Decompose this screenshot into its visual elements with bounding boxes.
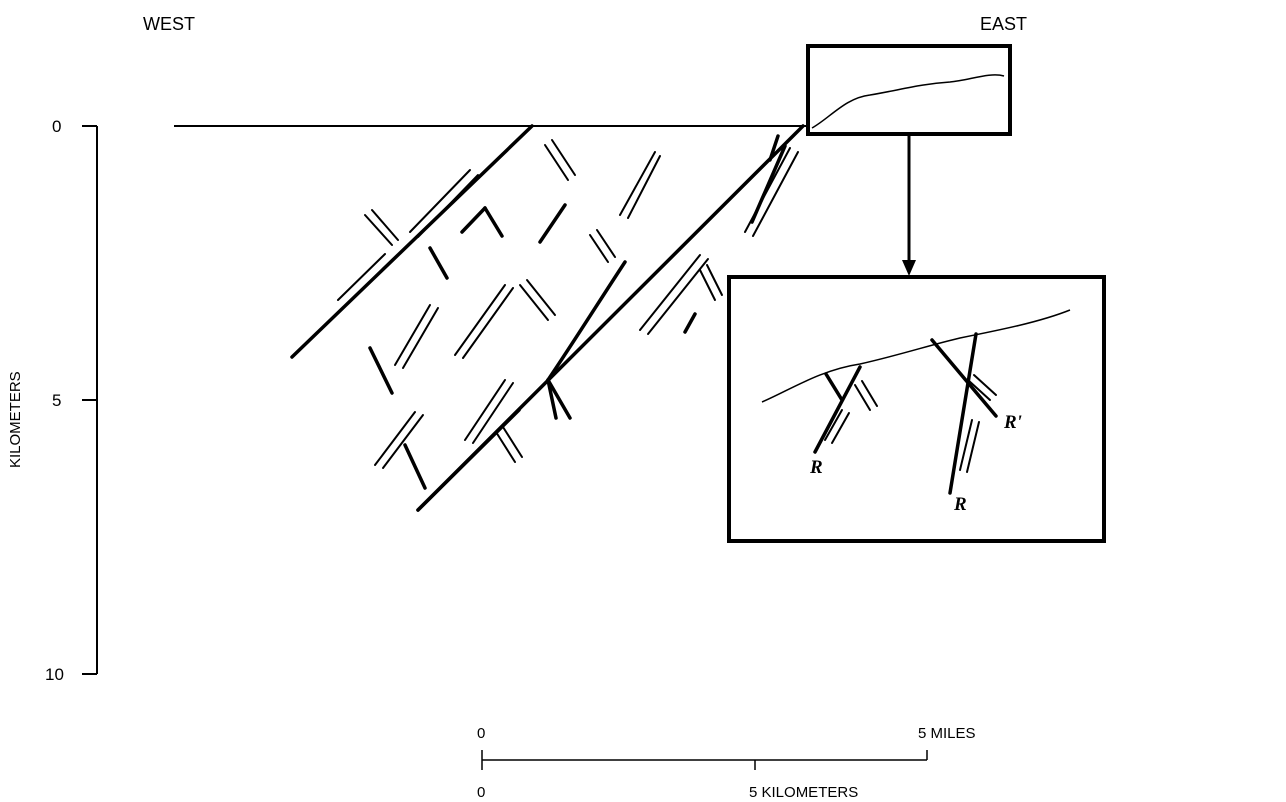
location-box-surface [811,74,1005,129]
western-fault [290,124,534,359]
secondary-faults [368,134,787,490]
splay-fault [546,260,627,382]
scale-top-zero: 0 [477,725,485,742]
axis-title: KILOMETERS [7,371,24,468]
scale-bottom-zero: 0 [477,784,485,801]
inset-shear-indicators [824,374,997,473]
lower-splay-fault [416,408,521,512]
inset-label-r-right: R [953,494,967,515]
east-label: EAST [980,14,1027,34]
scale-kilometers: 5 KILOMETERS [749,784,858,801]
depth-axis [82,125,98,675]
fault-lines [290,124,805,512]
inset-faults [813,332,998,495]
depth-tick-5: 5 [52,391,61,410]
shear-indicators [337,139,799,469]
inset-label-r-prime: R' [1003,412,1022,433]
scale-bar [481,750,928,770]
connector-arrowhead [902,260,916,276]
inset-label-r-left: R [809,457,823,478]
scale-miles: 5 MILES [918,725,976,742]
depth-tick-10: 10 [45,665,64,684]
depth-tick-0: 0 [52,117,61,136]
inset-box [727,275,1106,543]
west-label: WEST [143,14,195,34]
location-box [806,44,1012,136]
inset-surface [761,309,1071,403]
